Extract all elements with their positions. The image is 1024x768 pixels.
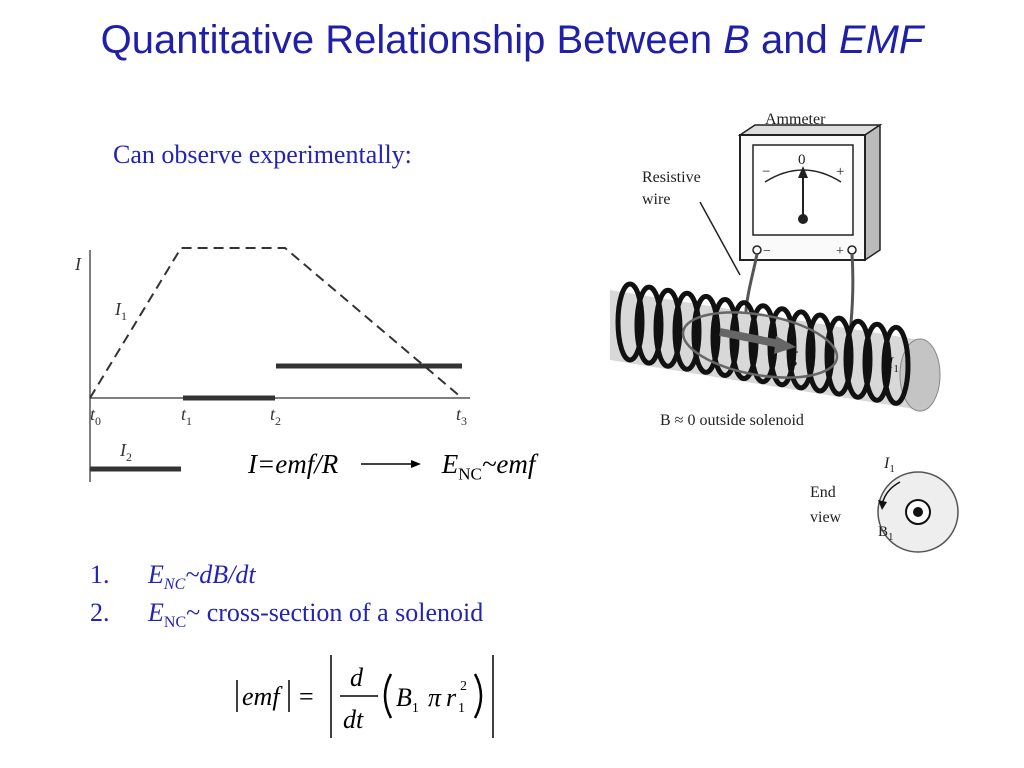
relation-line: I=emf/R ENC~emf: [248, 449, 535, 484]
formula-r-sub: 1: [458, 701, 465, 716]
right-arrow-icon: [360, 459, 421, 468]
y-axis-label: I: [74, 254, 82, 274]
title-prefix: Quantitative Relationship Between: [100, 18, 724, 62]
t3-label: t3: [456, 404, 467, 428]
formula-emf: emf: [242, 682, 283, 711]
coil-loop: [824, 315, 854, 397]
formula-r-sup: 2: [460, 679, 467, 694]
coil-loop: [634, 284, 664, 366]
relation-left: I=emf/R: [248, 449, 339, 479]
coil-loop: [691, 293, 721, 375]
relation-right: ENC~emf: [441, 449, 536, 484]
ammeter-plus: +: [836, 164, 844, 180]
coil-loop: [805, 312, 835, 394]
formula-r: r: [446, 683, 457, 712]
emf-formula: emf = d dt B1 π r 2 1: [236, 655, 494, 738]
solenoid: B I1: [610, 281, 941, 412]
coil-loop: [881, 324, 911, 406]
observe-text: Can observe experimentally:: [113, 140, 412, 169]
formula-dt: dt: [343, 705, 364, 734]
end-i1-label: I1: [883, 455, 895, 475]
t1-label: t1: [181, 404, 192, 428]
title-b: B: [723, 18, 750, 62]
end-label-2: view: [810, 509, 842, 526]
title-and: and: [749, 18, 839, 62]
resistive-label-1: Resistive: [642, 169, 701, 186]
b-vector-label: B: [788, 355, 797, 370]
formula-b: B1: [396, 683, 419, 716]
i2-label: I2: [119, 440, 132, 464]
formula-pi: π: [428, 683, 442, 712]
coil-loop: [786, 309, 816, 391]
title-emf: EMF: [838, 18, 924, 62]
solenoid-apparatus: Ammeter 0 − + − + Resistive wire B I1 B …: [610, 111, 941, 429]
terminal-plus: +: [836, 244, 844, 259]
list-item: 1.ENC~dB/dt: [90, 560, 256, 594]
ammeter: Ammeter 0 − + − +: [737, 111, 883, 262]
formula-eq: =: [299, 682, 314, 711]
formula-d: d: [350, 663, 364, 692]
coil-loop: [653, 287, 683, 369]
terminal-minus: −: [763, 244, 771, 259]
i1-solenoid-label: I1: [887, 355, 899, 375]
end-label-1: End: [810, 484, 836, 501]
coil-loop: [862, 321, 892, 403]
list-item: 2.ENC~ cross-section of a solenoid: [90, 598, 484, 632]
ammeter-label: Ammeter: [765, 111, 826, 128]
t2-label: t2: [270, 404, 281, 428]
coil-loop: [672, 290, 702, 372]
slide-title: Quantitative Relationship Between B and …: [0, 18, 1024, 63]
i1-dashed-curve: [89, 247, 463, 399]
graph-axes: [89, 250, 470, 482]
resistive-label-2: wire: [642, 191, 670, 208]
current-time-graph: I I1 I2 t0 t1 t2 t3: [74, 247, 470, 482]
coil-loop: [615, 281, 645, 363]
end-b1-label: B1: [878, 524, 894, 543]
outside-solenoid-label: B ≈ 0 outside solenoid: [660, 412, 804, 429]
end-view: End view I1 B1: [810, 455, 959, 553]
t0-label: t0: [90, 404, 101, 428]
ammeter-zero: 0: [798, 152, 806, 168]
coil-loop: [843, 318, 873, 400]
ammeter-minus: −: [762, 164, 770, 180]
i1-label: I1: [114, 299, 127, 323]
observation-list: 1.ENC~dB/dt 2.ENC~ cross-section of a so…: [90, 560, 483, 636]
